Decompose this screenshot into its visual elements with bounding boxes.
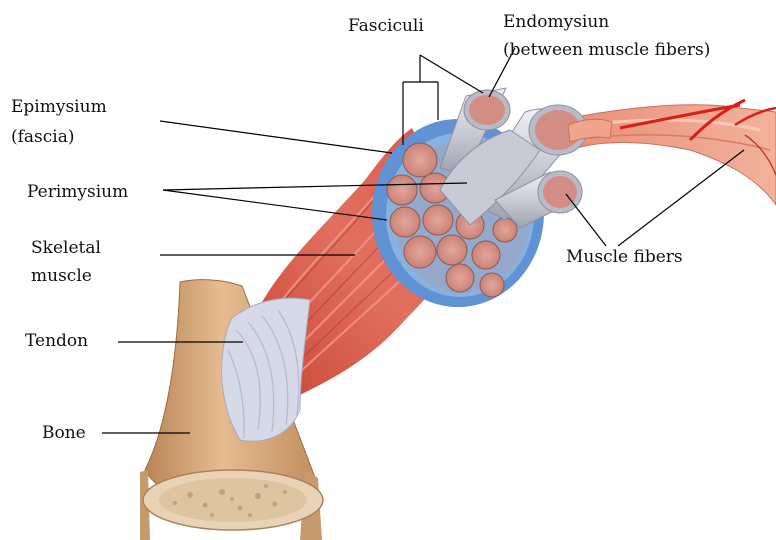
label-endomysium-note: (between muscle fibers) — [503, 40, 710, 60]
label-skeletal: Skeletal — [31, 238, 101, 258]
muscle-fibers-bundle — [560, 100, 776, 205]
label-epimysium: Epimysium — [11, 97, 107, 117]
label-endomysium: Endomysiun — [503, 12, 609, 32]
label-perimysium: Perimysium — [27, 182, 128, 202]
label-muscle-fibers: Muscle fibers — [566, 247, 683, 267]
tendon — [222, 298, 310, 441]
fasciculus-tubes — [440, 88, 612, 228]
label-tendon: Tendon — [25, 331, 88, 351]
label-epimysium-note: (fascia) — [11, 127, 75, 147]
label-bone: Bone — [42, 423, 86, 443]
label-muscle: muscle — [31, 266, 92, 286]
label-fasciculi: Fasciculi — [348, 16, 424, 36]
